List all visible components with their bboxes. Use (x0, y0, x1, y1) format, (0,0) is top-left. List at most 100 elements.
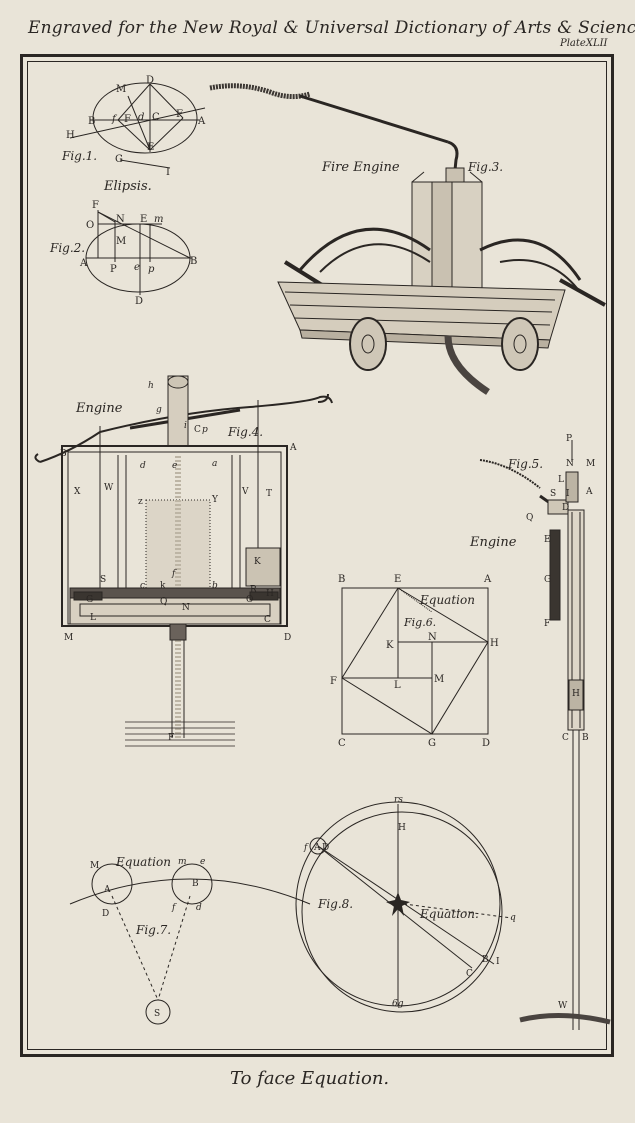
fig1-label-E: E (147, 142, 154, 153)
fig6-label-H: H (490, 638, 499, 649)
fig8-label-rs: rs (394, 795, 403, 805)
fig4-label-B: B (60, 449, 67, 459)
fig7-label-M: M (90, 861, 99, 871)
fig5-label-P: P (566, 434, 572, 444)
fig2-label-p: p (148, 264, 155, 275)
fig7-equation-circles: M A D m e B f d S Equation Fig.7. (69, 855, 311, 1025)
fig4-label-H: H (266, 589, 274, 599)
fig6-equation-squares: B E A N K H F L M C G D Equation Fig.6. (330, 574, 499, 749)
fig7-caption: Fig.7. (135, 923, 171, 937)
plate-header: Engraved for the New Royal & Universal D… (28, 18, 635, 38)
fig4-label-L: L (90, 613, 96, 623)
fig5-engine-column: P N M L S I A Q D E G F H C B W Engine F… (469, 434, 611, 1030)
fig5-label-Q: Q (526, 513, 533, 523)
fig4-label-A: A (289, 443, 297, 453)
fig5-label-W: W (558, 1001, 568, 1011)
fig4-label-W: W (104, 483, 114, 493)
fig2-label-e: e (134, 262, 140, 273)
fig7-label-f: f (171, 903, 177, 913)
fig4-label-b: b (212, 581, 218, 591)
fig4-label-K: K (254, 557, 261, 567)
fig7-title: Equation (115, 855, 171, 869)
fig1-label-d: d (138, 112, 144, 123)
fig7-label-e: e (200, 857, 205, 867)
fig2-label-M: M (116, 236, 126, 247)
fig1-label-H: H (66, 130, 75, 141)
fig6-label-M: M (434, 674, 444, 685)
fig4-caption: Fig.4. (227, 425, 263, 439)
fig8-label-q: q (510, 913, 516, 923)
fig5-label-H: H (572, 689, 580, 699)
fig4-label-Q: Q (160, 597, 167, 607)
fig5-label-I: I (566, 489, 570, 499)
fig5-label-A: A (585, 487, 593, 497)
fig5-label-G: G (544, 575, 551, 585)
fig4-label-C2: M (64, 633, 73, 643)
fig8-caption: Fig.8. (317, 897, 353, 911)
fig5-title: Engine (469, 535, 517, 550)
fig4-label-e: e (172, 461, 177, 471)
fig4-label-f: f (171, 569, 177, 579)
fig6-label-E: E (394, 574, 401, 585)
fig4-label-h: h (148, 381, 154, 391)
fig5-label-F: F (544, 619, 550, 629)
fig3-title: Fire Engine (321, 160, 400, 175)
fig5-label-L: L (558, 475, 564, 485)
fig8-label-I: I (496, 957, 500, 967)
fig8-label-B: B (482, 955, 489, 965)
fig7-label-m: m (178, 857, 187, 867)
fig2-label-O: O (86, 220, 94, 231)
fig3-caption: Fig.3. (467, 160, 503, 174)
fig4-label-z: z (138, 497, 143, 507)
fig4-label-N: N (182, 603, 190, 613)
fig6-title: Equation (419, 593, 475, 607)
fig4-label-c: c (140, 581, 145, 591)
fig4-title: Engine (75, 401, 123, 416)
fig4-label-G: G (86, 595, 93, 605)
fig5-label-C: C (562, 733, 569, 743)
fig2-label-P: P (110, 264, 117, 275)
fig2-label-m: m (154, 214, 163, 225)
fig6-label-N: N (428, 632, 437, 643)
fig4-label-p: p (202, 425, 208, 435)
fig8-title: Equation. (419, 907, 479, 921)
fig2-label-E: E (140, 214, 147, 225)
fig8-label-A: A (313, 843, 321, 853)
fig6-label-G: G (428, 738, 436, 749)
fig1-label-C: C (152, 112, 160, 123)
fig5-label-D: D (562, 503, 569, 513)
fig1-label-F1: F (124, 114, 131, 125)
fig4-label-Y: Y (211, 495, 219, 505)
fig2-label-D: D (135, 296, 143, 307)
fig6-label-C: C (338, 738, 346, 749)
fig2-label-A: A (79, 258, 88, 269)
fig4-label-O: O (246, 595, 253, 605)
fig8-label-D: D (322, 843, 329, 853)
fig2-label-B: B (190, 256, 197, 267)
fig7-label-d: d (196, 903, 202, 913)
fig7-label-B: B (192, 879, 199, 889)
fig6-label-B: B (338, 574, 345, 585)
fig1-label-B: B (88, 116, 95, 127)
fig4-label-R: R (250, 585, 257, 595)
fig5-label-N: N (566, 459, 574, 469)
fig8-label-C: C (466, 969, 473, 979)
fig4-label-T: T (266, 489, 272, 499)
fig1-label-D: D (146, 75, 154, 86)
fig4-label-k: k (160, 581, 166, 591)
fig1-caption: Fig.1. (61, 149, 97, 163)
fig2-ellipse-diagram: F N E m O M A P e p B D Elipsis. Fig.2. (49, 179, 197, 307)
fig8-equation-orbit: rs H f A D q B C I 6g Equation. Fig.8. (295, 795, 516, 1013)
fig4-label-d: d (140, 461, 146, 471)
plate-number: PlateXLII (560, 38, 608, 49)
fig4-label-S: S (100, 575, 106, 585)
fig6-label-L: L (394, 680, 401, 691)
fig1-label-f: f (111, 114, 118, 125)
fig4-label-D: D (284, 633, 291, 643)
fig5-caption: Fig.5. (507, 457, 543, 471)
fig4-label-M: C (264, 615, 271, 625)
fig7-label-A: A (103, 885, 111, 895)
fig2-caption: Fig.2. (49, 241, 85, 255)
fig7-label-D: D (102, 909, 109, 919)
fig1-ellipse-diagram: M D B f F d C F A H E G I Fig.1. (61, 75, 206, 178)
